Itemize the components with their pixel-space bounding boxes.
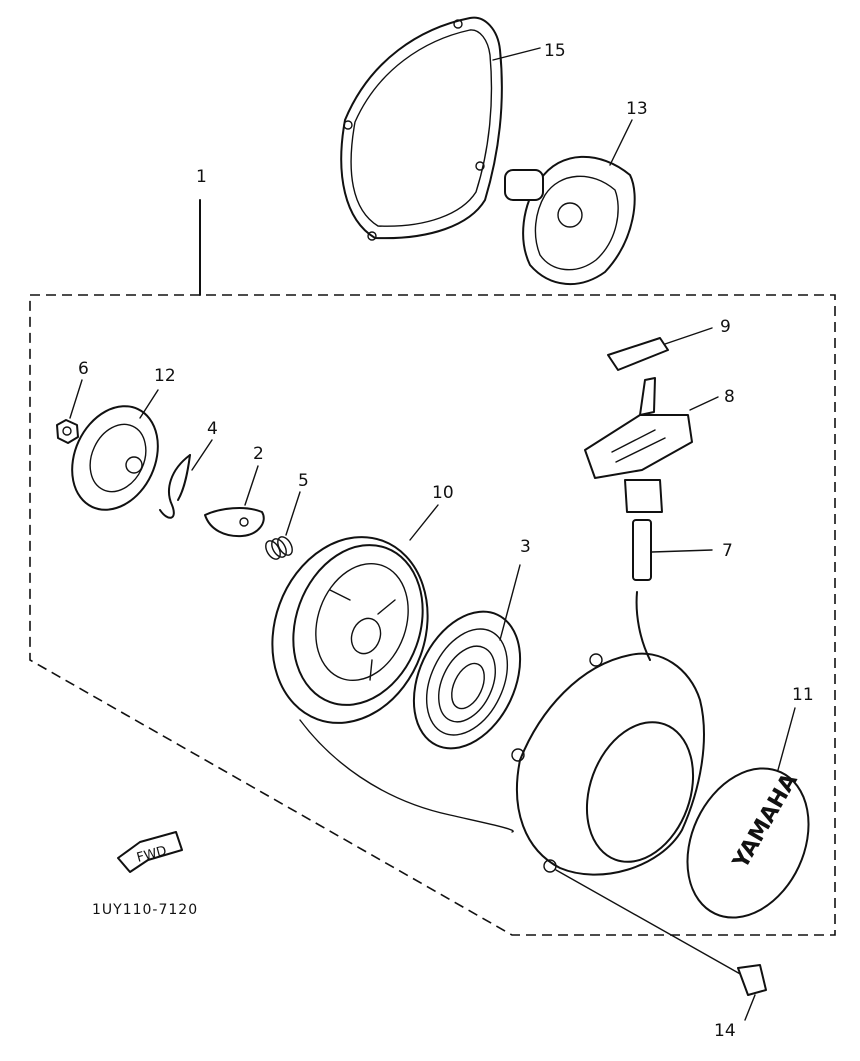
rope-reel-part [271, 504, 439, 724]
grip-cap-part [607, 327, 713, 371]
starter-handle-part [584, 377, 719, 513]
assembly-boundary [29, 199, 836, 936]
part-label-10: 10 [432, 483, 454, 503]
rope-part [632, 519, 713, 661]
part-label-14: 14 [714, 1021, 736, 1041]
part-label-6: 6 [78, 359, 89, 379]
decal-logo: YAMAHA [728, 769, 803, 873]
part-label-15: 15 [544, 41, 566, 61]
nut-part [56, 379, 83, 444]
case-decal-part: YAMAHA [686, 707, 810, 919]
part-label-1: 1 [196, 167, 207, 187]
gasket-part [340, 16, 541, 241]
friction-plate-part [71, 389, 159, 511]
part-label-5: 5 [298, 471, 309, 491]
starter-case-part [299, 652, 705, 876]
forward-arrow-icon: FWD [117, 831, 183, 873]
part-label-13: 13 [626, 99, 648, 119]
part-label-7: 7 [722, 541, 733, 561]
small-spring-part [265, 491, 301, 560]
part-label-9: 9 [720, 317, 731, 337]
part-label-8: 8 [724, 387, 735, 407]
bolt-part [555, 869, 767, 1021]
pawl-part [204, 465, 265, 538]
diagram-code: 1UY110-7120 [92, 902, 198, 918]
spring-clip-part [159, 439, 213, 519]
part-label-12: 12 [154, 366, 176, 386]
part-label-2: 2 [253, 444, 264, 464]
part-label-4: 4 [207, 419, 218, 439]
part-label-3: 3 [520, 537, 531, 557]
spiral-spring-part [412, 564, 522, 750]
drive-pulley-part [504, 119, 636, 285]
part-label-11: 11 [792, 685, 814, 705]
